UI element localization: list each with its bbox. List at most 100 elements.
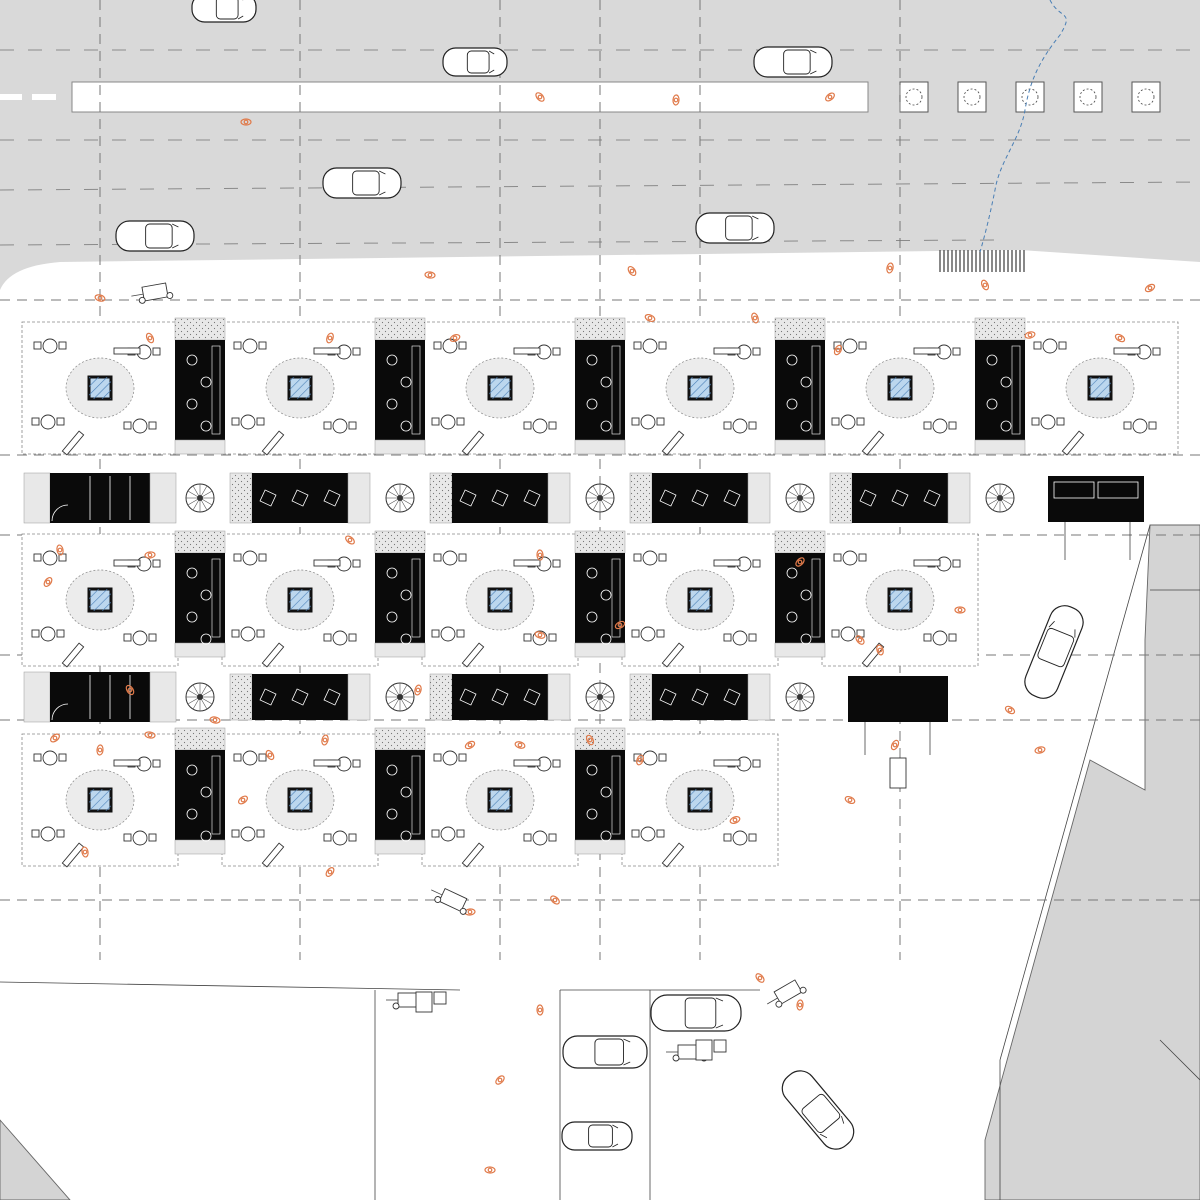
bench-icon — [1061, 430, 1085, 456]
stool-icon — [600, 786, 612, 798]
table-icon — [291, 489, 309, 507]
kiosk-body — [375, 750, 425, 840]
stool-icon — [200, 589, 212, 601]
toilet-block — [23, 671, 177, 723]
bench-icon — [113, 759, 141, 767]
cars — [115, 0, 1084, 1151]
table-icon — [723, 830, 757, 846]
spiral-stair-icon — [385, 483, 415, 513]
bench-icon — [313, 559, 341, 567]
kiosk-body — [50, 473, 150, 523]
stool-icon — [986, 354, 998, 366]
table-icon — [233, 750, 267, 766]
kiosk-vertical — [374, 530, 426, 658]
open-module — [221, 733, 379, 868]
spiral-stair-icon — [785, 682, 815, 712]
table-icon — [433, 750, 467, 766]
stool-icon — [186, 764, 198, 776]
bench-icon — [113, 347, 141, 355]
person-icon — [536, 1004, 544, 1016]
stool-icon — [186, 808, 198, 820]
table-icon — [433, 550, 467, 566]
person-icon — [614, 620, 626, 630]
counter — [211, 345, 221, 435]
right-buildings — [0, 524, 1200, 1200]
table-icon — [891, 489, 909, 507]
table-icon — [123, 830, 157, 846]
open-module — [421, 321, 579, 456]
spiral-stair-icon — [585, 483, 615, 513]
person-icon — [672, 94, 680, 106]
stool-icon — [1000, 376, 1012, 388]
open-modules — [21, 321, 1179, 868]
kiosk-vertical — [574, 727, 626, 855]
kiosk-body — [775, 553, 825, 643]
person-icon — [1034, 746, 1046, 754]
kiosk-body — [452, 473, 548, 523]
water-channel — [979, 0, 1067, 253]
kiosk-body — [252, 473, 348, 523]
person-icon — [1004, 705, 1016, 715]
table-icon — [123, 630, 157, 646]
bench-icon — [661, 642, 685, 668]
spiral-stair-icon — [385, 682, 415, 712]
road-median — [0, 81, 869, 113]
parking-area — [0, 981, 760, 1200]
kiosk-vertical — [374, 727, 426, 855]
kiosk-body — [575, 340, 625, 440]
person-icon — [890, 739, 900, 751]
table-icon — [431, 626, 465, 642]
horizontal-kiosks — [23, 472, 1144, 789]
table-icon — [491, 489, 509, 507]
bench-icon — [713, 347, 741, 355]
table-icon — [631, 626, 665, 642]
table-icon — [323, 830, 357, 846]
open-module — [421, 533, 579, 668]
kiosk-body — [175, 340, 225, 440]
kiosk-vertical — [774, 317, 826, 455]
stool-icon — [800, 376, 812, 388]
person-icon — [94, 294, 106, 302]
counter — [211, 558, 221, 638]
stool-icon — [586, 354, 598, 366]
table-icon — [723, 688, 741, 706]
kiosk-body — [848, 676, 948, 722]
kiosk-horizontal — [629, 673, 771, 721]
table-icon — [491, 688, 509, 706]
stool-icon — [386, 611, 398, 623]
car-icon — [1024, 605, 1084, 699]
table-icon — [433, 338, 467, 354]
stool-icon — [186, 354, 198, 366]
kiosk-body — [852, 473, 948, 523]
stool-icon — [586, 764, 598, 776]
person-icon — [833, 344, 843, 356]
stool-icon — [186, 611, 198, 623]
table-icon — [523, 630, 557, 646]
spiral-stair-icon — [185, 682, 215, 712]
person-icon — [627, 265, 637, 277]
door-swing — [51, 504, 69, 522]
table-icon — [923, 418, 957, 434]
bench-icon — [513, 759, 541, 767]
stool-icon — [600, 633, 612, 645]
bench-icon — [1113, 347, 1141, 355]
stool-icon — [200, 786, 212, 798]
person-icon — [240, 118, 252, 126]
person-icon — [321, 734, 329, 746]
kiosk-vertical — [174, 727, 226, 855]
pedestrian-crossing — [939, 250, 1025, 272]
door-swing — [51, 703, 69, 721]
open-module — [421, 733, 579, 868]
person-icon — [424, 271, 436, 279]
kiosk-vertical — [974, 317, 1026, 455]
bench-icon — [513, 559, 541, 567]
table-icon — [233, 550, 267, 566]
person-icon — [345, 535, 355, 545]
kiosk-horizontal — [229, 673, 371, 721]
table-icon — [831, 626, 865, 642]
stool-icon — [600, 589, 612, 601]
person-icon — [534, 631, 546, 639]
table-icon — [233, 338, 267, 354]
table-icon — [833, 550, 867, 566]
